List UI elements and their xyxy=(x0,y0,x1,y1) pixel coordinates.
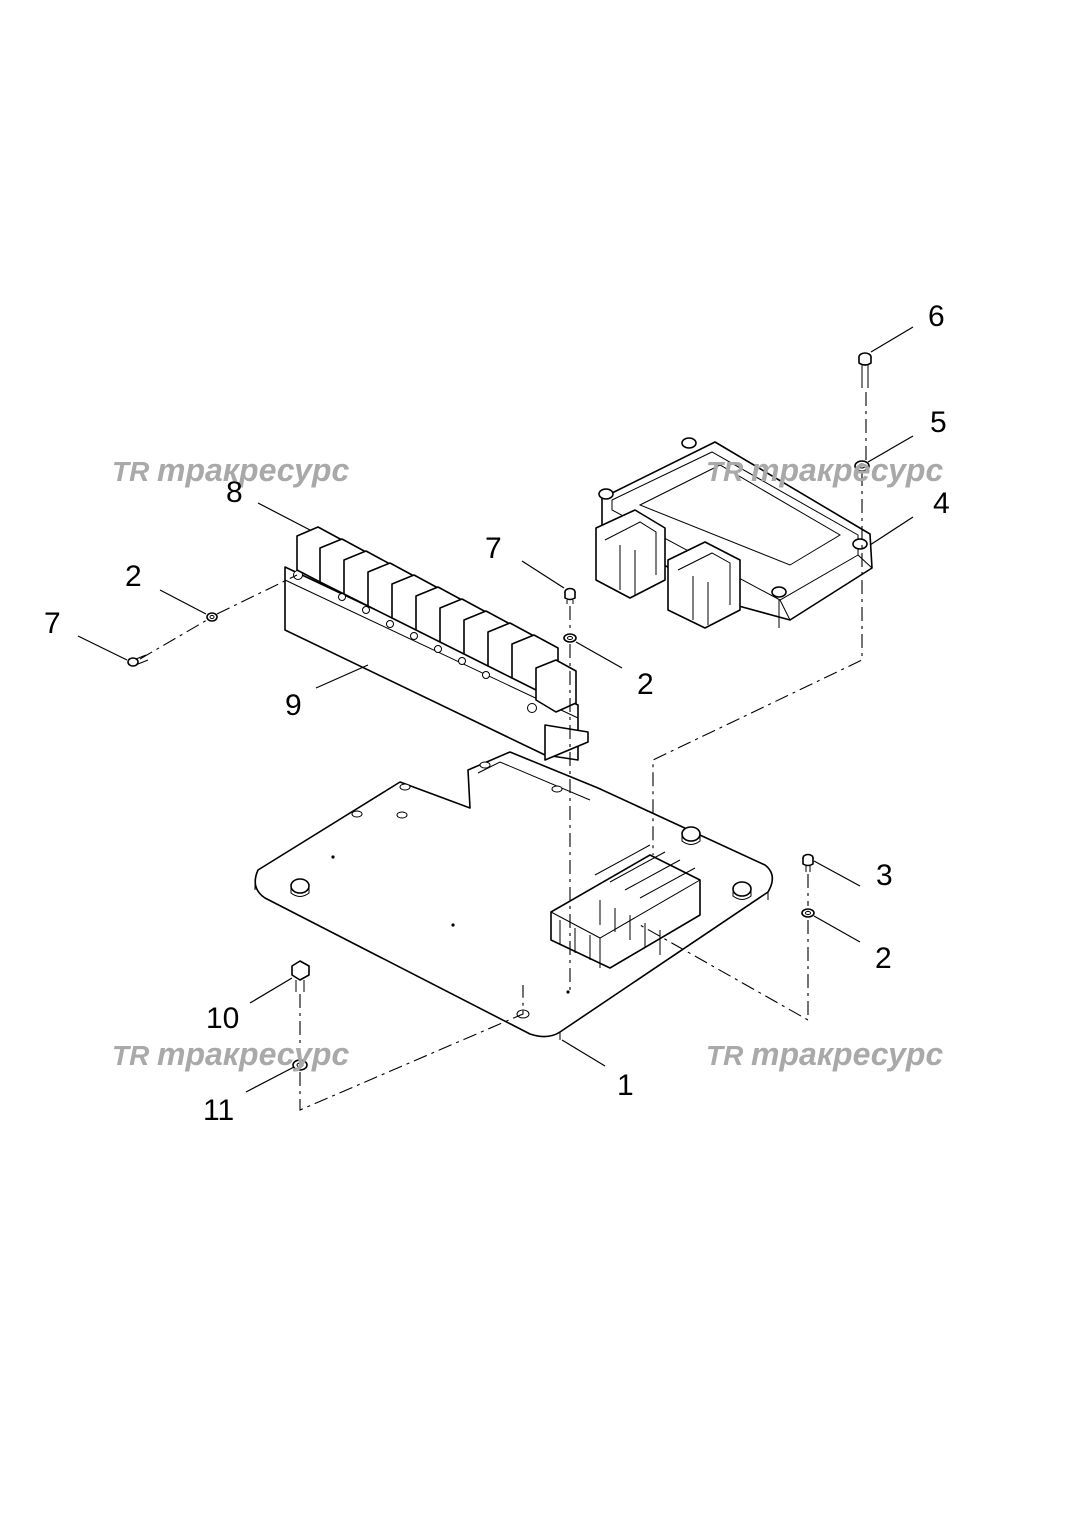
callout-3: 3 xyxy=(876,859,893,892)
stud xyxy=(732,881,752,900)
watermark-logo-mark: TR xyxy=(112,456,150,487)
watermark-top-left: TR тракресурс xyxy=(112,452,349,488)
callout-9: 9 xyxy=(285,689,302,722)
washer xyxy=(563,633,577,643)
callout-7-center: 7 xyxy=(485,532,502,565)
callout-2-left: 2 xyxy=(125,560,142,593)
screw xyxy=(127,654,149,667)
callout-labels: 1 2 2 2 3 4 5 6 7 7 8 9 10 11 xyxy=(44,300,950,1127)
stud xyxy=(290,878,310,897)
callout-1: 1 xyxy=(617,1069,634,1102)
washer xyxy=(801,908,815,918)
callout-5: 5 xyxy=(930,406,947,439)
callout-6: 6 xyxy=(928,300,945,333)
watermark-logo-mark: TR xyxy=(706,456,744,487)
ecu-control-unit xyxy=(595,437,873,629)
watermark-text: тракресурс xyxy=(157,452,349,488)
callout-10: 10 xyxy=(206,1002,239,1035)
watermark-text: тракресурс xyxy=(751,1036,943,1072)
washer xyxy=(206,612,218,622)
stud xyxy=(681,826,701,845)
washer xyxy=(854,460,870,472)
callout-2-center: 2 xyxy=(637,668,654,701)
watermark-text: тракресурс xyxy=(751,452,943,488)
callout-8: 8 xyxy=(226,476,243,509)
ecu-connector xyxy=(667,541,741,629)
watermark-bottom-right: TR тракресурс xyxy=(706,1036,943,1072)
watermark-logo-mark: TR xyxy=(706,1040,744,1071)
screw xyxy=(564,587,576,604)
base-plate xyxy=(254,751,774,1040)
screw xyxy=(802,853,814,872)
watermark-bottom-left: TR тракресурс xyxy=(112,1036,349,1072)
ecu-connector xyxy=(595,509,666,599)
callout-2-right: 2 xyxy=(875,942,892,975)
watermark-logo-mark: TR xyxy=(112,1040,150,1071)
watermark-text: тракресурс xyxy=(157,1036,349,1072)
callout-7-left: 7 xyxy=(44,607,61,640)
washer xyxy=(292,1059,308,1071)
relays xyxy=(296,526,577,713)
leader-lines xyxy=(77,326,914,1093)
callout-11: 11 xyxy=(203,1094,234,1127)
watermark-top-right: TR тракресурс xyxy=(706,452,943,488)
bolt xyxy=(858,352,872,388)
callout-4: 4 xyxy=(933,487,950,520)
hex-bolt xyxy=(291,960,310,992)
connector-socket xyxy=(550,844,701,969)
assembly-lines xyxy=(139,392,867,1111)
